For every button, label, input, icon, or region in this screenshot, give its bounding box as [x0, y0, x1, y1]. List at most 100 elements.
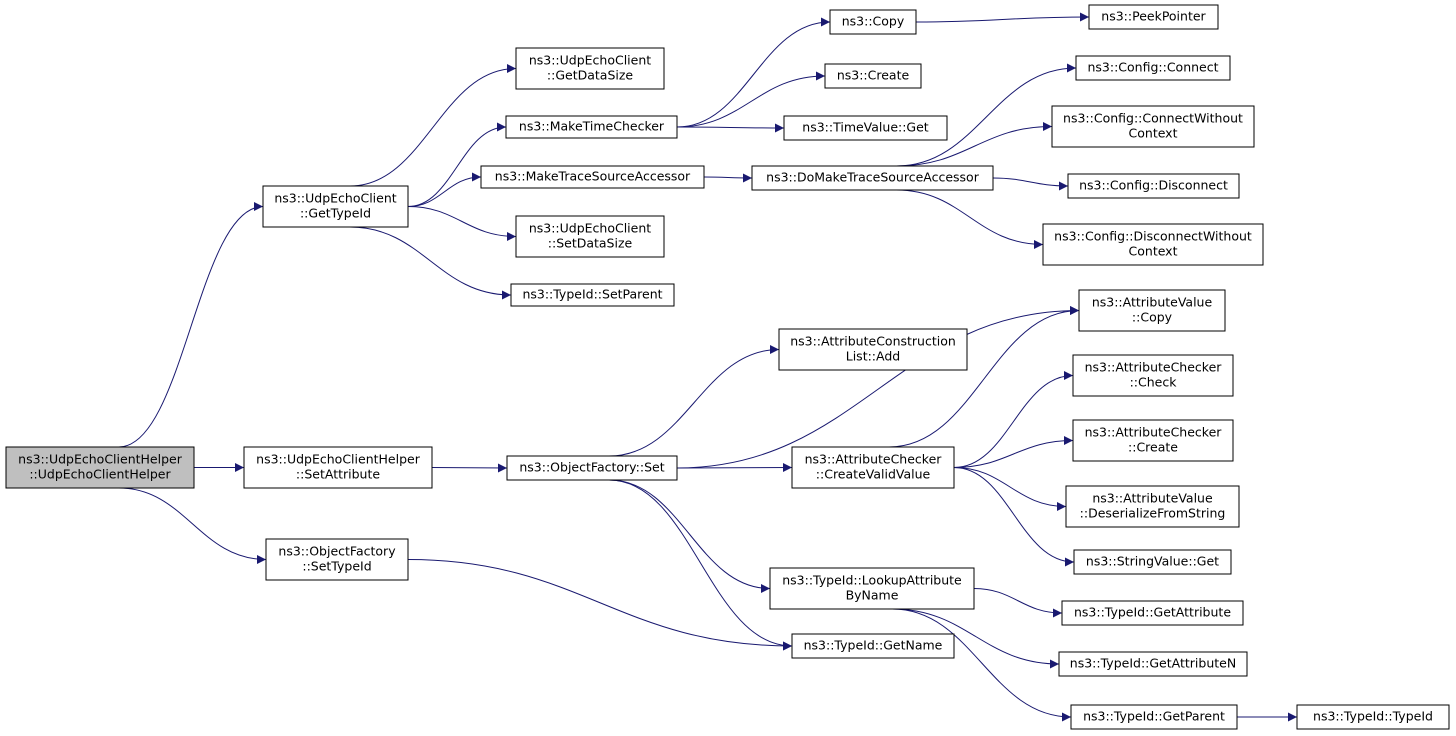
node-label-line: ns3::AttributeChecker	[1085, 425, 1223, 440]
node-label-line: ns3::Copy	[842, 14, 905, 29]
node-box	[829, 9, 917, 35]
node-box	[1073, 549, 1232, 575]
node-label-line: ns3::MakeTimeChecker	[519, 119, 665, 134]
node-box	[791, 446, 955, 489]
node-box	[1051, 105, 1255, 148]
node-label-line: ns3::AttributeChecker	[1085, 360, 1223, 375]
node-box	[505, 115, 678, 139]
node-of-set[interactable]: ns3::ObjectFactory::Set	[506, 455, 678, 481]
node-box	[480, 165, 705, 189]
node-label-line: ns3::Create	[837, 68, 910, 83]
node-label-line: ns3::AttributeValue	[1092, 491, 1213, 506]
node-get-parent[interactable]: ns3::TypeId::GetParent	[1070, 704, 1238, 730]
edge-ac-create-valid-to-str-val-get	[953, 467, 1075, 567]
edge-get-type-id-to-make-trace-src	[407, 172, 482, 207]
edge-lookup-attr-to-get-attribute-n	[892, 608, 1060, 669]
node-label-line: ::SetAttribute	[296, 467, 380, 482]
node-box	[1296, 704, 1450, 730]
node-cfg-connect[interactable]: ns3::Config::Connect	[1075, 55, 1231, 81]
node-time-value-get[interactable]: ns3::TimeValue::Get	[783, 115, 948, 141]
edge-ac-create-valid-to-ac-create	[953, 436, 1074, 468]
node-get-name[interactable]: ns3::TypeId::GetName	[791, 633, 955, 659]
edge-do-make-trace-src-to-cfg-connect	[896, 63, 1077, 167]
node-box	[1072, 419, 1234, 462]
node-peek-pointer[interactable]: ns3::PeekPointer	[1088, 4, 1219, 30]
node-label-line: ::DeserializeFromString	[1080, 506, 1226, 521]
node-box	[515, 215, 665, 258]
node-ac-create[interactable]: ns3::AttributeChecker::Create	[1072, 419, 1234, 462]
node-label-line: ns3::Config::DisconnectWithout	[1054, 229, 1252, 244]
node-box	[506, 455, 678, 481]
node-label-line: ns3::AttributeChecker	[805, 452, 943, 467]
node-av-deser[interactable]: ns3::AttributeValue::DeserializeFromStri…	[1065, 485, 1240, 528]
node-label-line: ns3::TypeId::GetAttribute	[1074, 605, 1231, 620]
node-av-copy[interactable]: ns3::AttributeValue::Copy	[1078, 289, 1226, 332]
edge-of-set-to-lookup-attr	[608, 479, 771, 593]
node-of-set-type-id[interactable]: ns3::ObjectFactory::SetTypeId	[265, 538, 409, 581]
node-box	[243, 446, 433, 489]
node-label-line: ns3::Config::ConnectWithout	[1063, 111, 1243, 126]
edge-do-make-trace-src-to-cfg-connect-wc	[896, 122, 1053, 167]
node-do-make-trace-src[interactable]: ns3::DoMakeTraceSourceAccessor	[751, 165, 994, 191]
edge-get-type-id-to-set-data-size	[407, 206, 517, 241]
node-box	[1078, 289, 1226, 332]
node-get-data-size[interactable]: ns3::UdpEchoClient::GetDataSize	[515, 47, 665, 90]
node-cfg-disconnect[interactable]: ns3::Config::Disconnect	[1067, 173, 1240, 199]
node-get-type-id[interactable]: ns3::UdpEchoClient::GetTypeId	[262, 185, 409, 228]
node-label-line: ns3::TimeValue::Get	[802, 120, 929, 135]
edge-ac-create-valid-to-ac-check	[953, 371, 1074, 468]
edge-make-time-checker-to-copy	[676, 17, 831, 128]
node-get-attribute[interactable]: ns3::TypeId::GetAttribute	[1061, 600, 1244, 626]
node-box	[5, 446, 195, 489]
node-box	[791, 633, 955, 659]
node-ac-create-valid[interactable]: ns3::AttributeChecker::CreateValidValue	[791, 446, 955, 489]
edge-get-type-id-to-make-time-checker	[407, 122, 507, 207]
edge-of-set-to-av-copy	[676, 306, 1080, 469]
node-root[interactable]: ns3::UdpEchoClientHelper::UdpEchoClientH…	[5, 446, 195, 489]
node-label-line: ::Create	[1128, 440, 1178, 455]
node-get-attribute-n[interactable]: ns3::TypeId::GetAttributeN	[1058, 651, 1248, 677]
node-type-id-ctor[interactable]: ns3::TypeId::TypeId	[1296, 704, 1450, 730]
node-label-line: ns3::TypeId::SetParent	[522, 287, 662, 302]
edge-root-to-get-type-id	[118, 202, 264, 448]
node-box	[824, 63, 922, 89]
node-label-line: Context	[1129, 244, 1178, 259]
node-make-trace-src[interactable]: ns3::MakeTraceSourceAccessor	[480, 165, 705, 189]
node-box	[1042, 223, 1264, 266]
edges-layer	[118, 12, 1297, 722]
node-label-line: ns3::UdpEchoClientHelper	[18, 452, 183, 467]
node-label-line: ::UdpEchoClientHelper	[29, 467, 171, 482]
node-box	[262, 185, 409, 228]
node-box	[778, 328, 968, 371]
node-set-data-size[interactable]: ns3::UdpEchoClient::SetDataSize	[515, 215, 665, 258]
node-set-parent[interactable]: ns3::TypeId::SetParent	[510, 283, 675, 307]
node-label-line: ::Check	[1130, 375, 1178, 390]
node-make-time-checker[interactable]: ns3::MakeTimeChecker	[505, 115, 678, 139]
node-copy[interactable]: ns3::Copy	[829, 9, 917, 35]
node-label-line: ns3::TypeId::TypeId	[1313, 709, 1433, 724]
node-label-line: ByName	[846, 588, 899, 603]
edge-do-make-trace-src-to-cfg-disconnect	[992, 177, 1069, 191]
node-create[interactable]: ns3::Create	[824, 63, 922, 89]
node-ac-check[interactable]: ns3::AttributeChecker::Check	[1072, 354, 1234, 397]
edge-ac-create-valid-to-av-copy	[889, 306, 1080, 448]
node-label-line: ns3::UdpEchoClient	[529, 221, 651, 236]
node-str-val-get[interactable]: ns3::StringValue::Get	[1073, 549, 1232, 575]
node-label-line: ns3::ObjectFactory::Set	[519, 460, 664, 475]
node-label-line: ns3::Config::Disconnect	[1079, 178, 1228, 193]
node-box	[783, 115, 948, 141]
node-label-line: ::GetDataSize	[547, 68, 634, 83]
edge-do-make-trace-src-to-cfg-disconnect-wc	[896, 189, 1044, 249]
node-box	[1088, 4, 1219, 30]
node-label-line: ns3::TypeId::LookupAttribute	[782, 573, 962, 588]
node-helper-set-attr[interactable]: ns3::UdpEchoClientHelper::SetAttribute	[243, 446, 433, 489]
edge-copy-to-peek-pointer	[915, 12, 1090, 23]
node-box	[1075, 55, 1231, 81]
node-box	[1070, 704, 1238, 730]
nodes-layer: ns3::UdpEchoClientHelper::UdpEchoClientH…	[5, 4, 1450, 730]
node-label-line: ::CreateValidValue	[816, 467, 931, 482]
